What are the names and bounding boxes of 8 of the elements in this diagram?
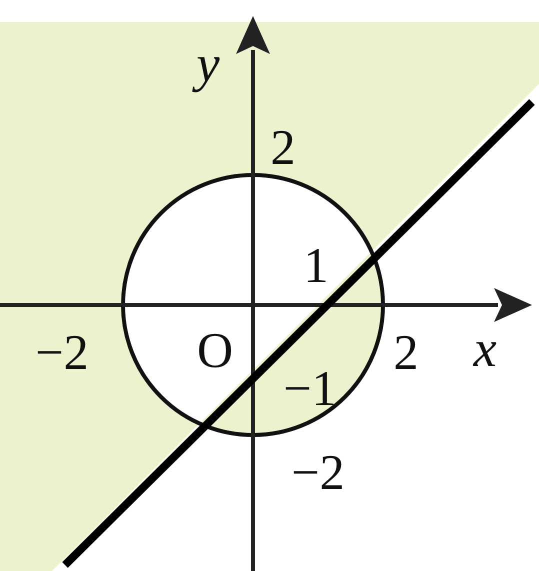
tick-label: 2 xyxy=(394,327,418,377)
axis-label: x xyxy=(473,324,497,376)
tick-label: −2 xyxy=(291,447,345,497)
origin-label: O xyxy=(196,325,234,375)
tick-label: −2 xyxy=(35,327,89,377)
tick-label: 2 xyxy=(270,122,296,172)
intercept-label: −1 xyxy=(283,363,337,413)
intercept-label: 1 xyxy=(304,240,328,290)
